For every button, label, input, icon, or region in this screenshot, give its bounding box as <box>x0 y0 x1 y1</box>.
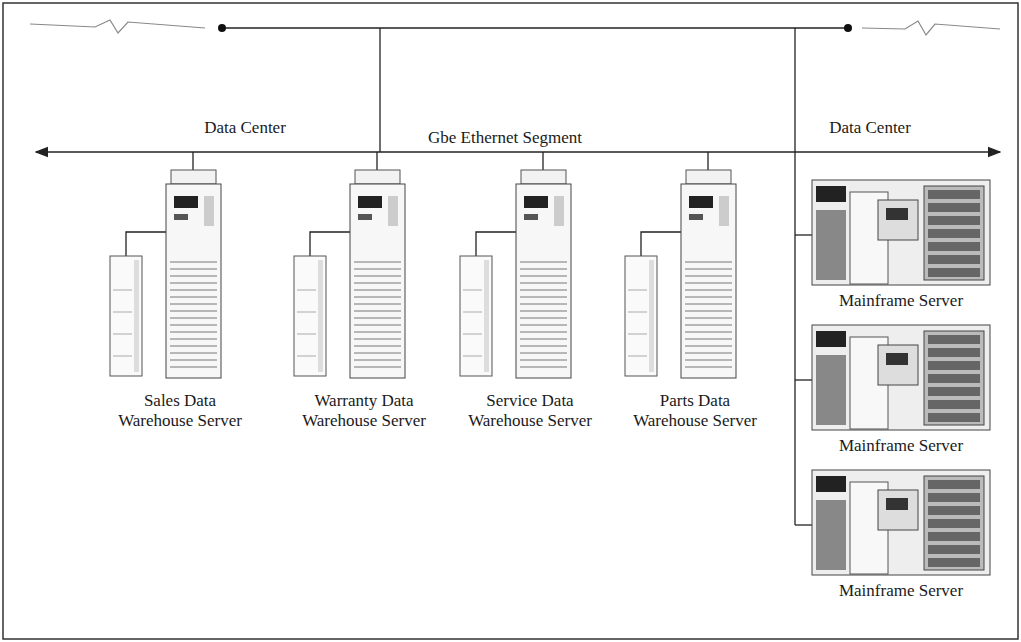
peripheral-cable <box>126 232 166 256</box>
server-label: Mainframe Server <box>816 291 986 311</box>
server-drop <box>707 152 708 170</box>
server-drop <box>192 152 193 170</box>
icons <box>110 170 990 575</box>
mainframe-branch <box>795 524 812 525</box>
peripheral-cable <box>310 232 350 256</box>
mainframe-trunk <box>794 28 795 525</box>
area-label: Data Center <box>201 118 289 138</box>
mainframe-icon <box>812 470 990 575</box>
segment-label: Gbe Ethernet Segment <box>425 128 585 148</box>
wires <box>30 20 1000 525</box>
frame <box>3 3 1018 639</box>
warehouse-server: Service Data Warehouse Server <box>450 165 610 431</box>
mainframe-server: Mainframe Server <box>806 470 996 601</box>
peripheral-cable <box>641 232 681 256</box>
server-label: Mainframe Server <box>816 436 986 456</box>
server-icon <box>294 170 405 378</box>
server-drop <box>542 152 543 170</box>
server-drop <box>376 152 377 170</box>
junction-dot <box>844 24 852 32</box>
mainframe-icon <box>812 325 990 430</box>
server-icon <box>460 170 571 378</box>
wan-line <box>222 27 848 29</box>
peripheral-cable <box>476 232 516 256</box>
mainframe-icon <box>812 180 990 285</box>
server-label: Service Data Warehouse Server <box>460 391 600 431</box>
ethernet-bus <box>36 151 1000 153</box>
mainframe-server: Mainframe Server <box>806 325 996 456</box>
server-label: Warranty Data Warehouse Server <box>294 391 434 431</box>
wan-drop <box>379 28 380 152</box>
warehouse-server: Warranty Data Warehouse Server <box>284 165 444 431</box>
mainframe-server: Mainframe Server <box>806 180 996 311</box>
mainframe-branch <box>795 379 812 380</box>
junction-dot <box>218 24 226 32</box>
warehouse-server: Sales Data Warehouse Server <box>100 165 260 431</box>
mainframe-branch <box>795 234 812 235</box>
server-label: Parts Data Warehouse Server <box>625 391 765 431</box>
server-icon <box>625 170 736 378</box>
server-label: Mainframe Server <box>816 581 986 601</box>
wan-link <box>30 20 205 33</box>
wan-link <box>862 21 1000 35</box>
area-label: Data Center <box>826 118 914 138</box>
server-label: Sales Data Warehouse Server <box>110 391 250 431</box>
warehouse-server: Parts Data Warehouse Server <box>615 165 775 431</box>
server-icon <box>110 170 221 378</box>
